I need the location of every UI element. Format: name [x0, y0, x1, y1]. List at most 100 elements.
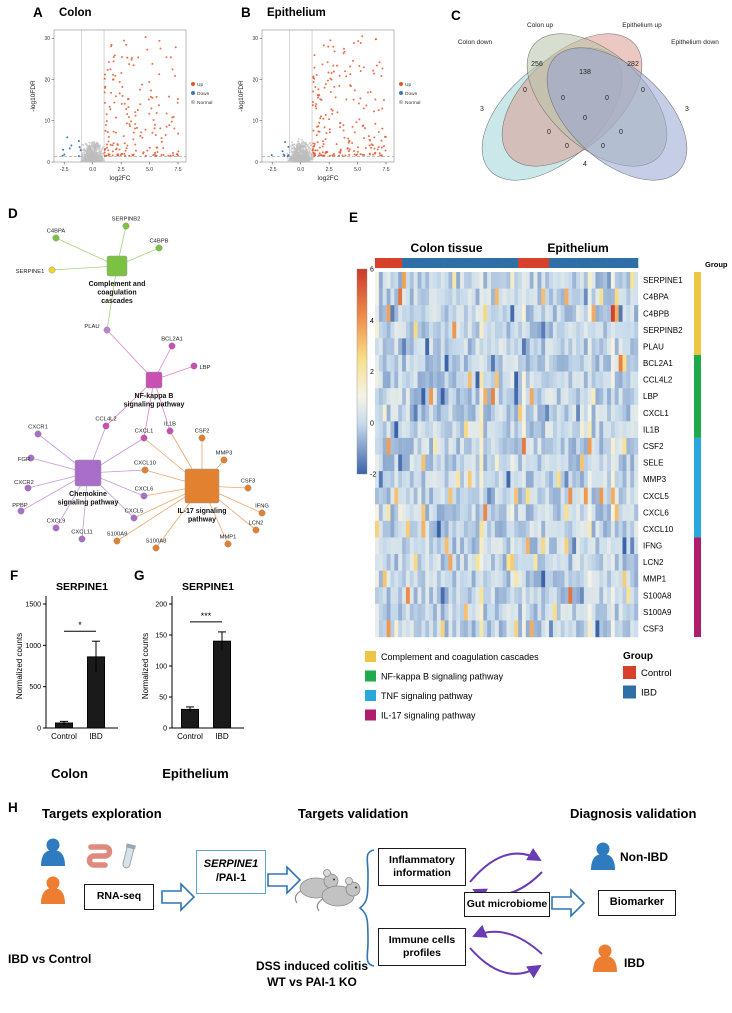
- volcano-points-up: [311, 35, 387, 157]
- heatmap-row-group-bar-3: [694, 537, 701, 637]
- heatmap-row-label: MMP1: [643, 575, 667, 584]
- svg-text:CXCL11: CXCL11: [71, 530, 92, 536]
- non-ibd-label: Non-IBD: [620, 850, 668, 864]
- svg-text:4: 4: [370, 318, 374, 325]
- svg-text:IBD: IBD: [89, 732, 103, 741]
- bar-chart-title: SERPINE1: [182, 581, 234, 593]
- ibd-vs-control-label: IBD vs Control: [8, 952, 92, 966]
- panel-label-f: F: [10, 568, 19, 583]
- gene-node-S100A8: [152, 544, 160, 552]
- group-legend-label: Control: [641, 668, 672, 679]
- svg-text:CXCR1: CXCR1: [28, 425, 48, 431]
- volcano-points-normal: [286, 138, 315, 163]
- svg-text:-log10FDR: -log10FDR: [238, 80, 245, 112]
- heatmap-cells: [375, 272, 639, 638]
- svg-text:Chemokine: Chemokine: [69, 491, 107, 498]
- svg-text:Down: Down: [197, 91, 210, 97]
- svg-text:2.5: 2.5: [118, 167, 125, 173]
- venn-count-colon-down-epithelium-down: 4: [583, 161, 587, 168]
- gene-node-CXCL6: [140, 492, 148, 500]
- svg-text:signaling pathway: signaling pathway: [124, 402, 185, 409]
- heatmap-row-label: LCN2: [643, 558, 664, 567]
- panel-label-a: A: [33, 5, 43, 20]
- heatmap-row-label: CXCL5: [643, 492, 669, 501]
- svg-text:20: 20: [44, 77, 50, 83]
- bar-chart-colon-caption: Colon: [51, 766, 88, 781]
- heading-diagnosis-validation: Diagnosis validation: [570, 806, 697, 821]
- svg-text:6: 6: [370, 267, 374, 274]
- svg-text:PLAU: PLAU: [84, 324, 99, 330]
- svg-text:30: 30: [252, 36, 258, 42]
- volcano-points-normal: [79, 140, 105, 163]
- heatmap-row-label: PLAU: [643, 342, 664, 351]
- svg-text:7.5: 7.5: [383, 167, 390, 173]
- svg-text:IL-17 signaling: IL-17 signaling: [177, 508, 226, 515]
- svg-text:pathway: pathway: [188, 517, 216, 524]
- bar-chart-epithelium-caption: Epithelium: [162, 766, 229, 781]
- heading-targets-validation: Targets validation: [298, 806, 409, 821]
- heatmap-row-label: IL1B: [643, 425, 659, 434]
- svg-text:-log10FDR: -log10FDR: [30, 80, 37, 112]
- svg-text:Up: Up: [405, 82, 411, 88]
- bar-chart-ylabel: Normalized counts: [15, 633, 24, 699]
- heatmap-row-label: C4BPB: [643, 309, 669, 318]
- svg-text:0: 0: [47, 160, 50, 166]
- group-legend-label: IBD: [641, 688, 657, 699]
- venn-count-colon-down-only: 3: [480, 106, 484, 113]
- svg-text:2: 2: [370, 369, 374, 376]
- group-legend-swatch: [623, 666, 636, 679]
- gene-node-SERPINB2: [122, 222, 130, 230]
- svg-text:Normal: Normal: [197, 100, 212, 106]
- svg-text:Up: Up: [197, 82, 203, 88]
- svg-text:1000: 1000: [25, 643, 41, 650]
- panel-label-g: G: [134, 568, 145, 583]
- svg-text:100: 100: [155, 664, 167, 671]
- immune-cells-profiles-box: Immune cells profiles: [378, 928, 466, 966]
- svg-text:PPBP: PPBP: [12, 503, 28, 509]
- svg-text:CXCL1: CXCL1: [135, 429, 154, 435]
- panel-b-title: Epithelium: [267, 7, 326, 19]
- venn-ellipse-epithelium-down: [546, 47, 688, 181]
- svg-text:10: 10: [44, 119, 50, 125]
- svg-text:30: 30: [44, 36, 50, 42]
- venn-count-colon-up-epithelium-down: 0: [619, 129, 623, 136]
- heatmap-row-group-bar-0: [694, 272, 701, 355]
- pathway-legend-swatch: [365, 670, 376, 682]
- block-arrow-1: [161, 882, 196, 912]
- group-legend-title: Group: [623, 651, 653, 662]
- gene-node-CXCR1: [34, 430, 42, 438]
- svg-text:FGR: FGR: [18, 457, 30, 463]
- svg-text:signaling pathway: signaling pathway: [58, 500, 119, 507]
- gene-node-CXCL9: [52, 524, 60, 532]
- svg-text:CCL4L2: CCL4L2: [95, 417, 116, 423]
- svg-text:0: 0: [37, 726, 41, 733]
- heatmap-group-annotation: [375, 258, 639, 268]
- panel-a-title: Colon: [59, 7, 92, 19]
- svg-text:1500: 1500: [25, 602, 41, 609]
- person-icon-orange-ibd: [593, 944, 617, 972]
- gene-node-BCL2A1: [168, 342, 176, 350]
- volcano-points-down: [270, 141, 290, 158]
- venn-count-colon-down-colon-up: 0: [523, 87, 527, 94]
- dss-line1: DSS induced colitis: [255, 959, 369, 973]
- gene-node-SERPINE1: [48, 266, 56, 274]
- svg-text:CXCL6: CXCL6: [135, 487, 154, 493]
- gene-node-FGR: [27, 454, 35, 462]
- svg-text:Control: Control: [51, 732, 77, 741]
- venn-set-label-epithelium-down: Epithelium down: [671, 39, 719, 46]
- gene-node-C4BPA: [52, 234, 60, 242]
- svg-text:0.0: 0.0: [297, 167, 304, 173]
- svg-text:C4BPB: C4BPB: [149, 239, 168, 245]
- venn-count-colon-down-colon-up-epithelium-down: 0: [565, 143, 569, 150]
- heatmap-row-label: MMP3: [643, 475, 667, 484]
- venn-set-label-colon-up: Colon up: [527, 22, 553, 29]
- svg-text:IFNG: IFNG: [255, 504, 269, 510]
- svg-text:Down: Down: [405, 91, 418, 97]
- svg-text:-2: -2: [370, 472, 376, 479]
- svg-text:150: 150: [155, 633, 167, 640]
- pathway-legend-label: Complement and coagulation cascades: [381, 652, 539, 662]
- venn-count-colon-up-epithelium-up: 138: [579, 69, 591, 76]
- heatmap-row-group-bar-2: [694, 437, 701, 538]
